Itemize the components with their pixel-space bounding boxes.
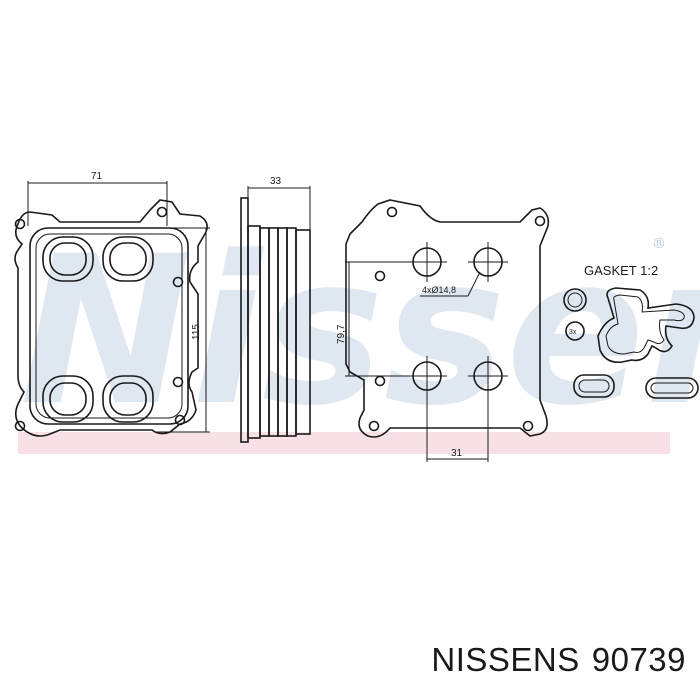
dim-side-thickness: 33 — [270, 176, 282, 187]
part-number: 90739 — [591, 641, 686, 678]
dim-port-vertical: 79,7 — [336, 324, 347, 344]
watermark-band — [18, 432, 670, 454]
gasket-badge: 3x — [569, 329, 577, 336]
gasket-set: GASKET 1:2 3x — [563, 263, 699, 399]
back-view: 79,7 31 4xØ14,8 — [336, 199, 550, 462]
dim-front-width: 71 — [91, 171, 103, 182]
brand-name: NISSENS — [431, 641, 580, 678]
registered-mark: ® — [652, 236, 666, 252]
side-view: 33 — [240, 176, 311, 443]
nissens-watermark: Nissens — [20, 213, 700, 451]
dim-port-holes: 4xØ14,8 — [422, 285, 456, 295]
dim-front-height: 115 — [191, 324, 202, 340]
gasket-label: GASKET 1:2 — [584, 263, 658, 278]
front-view: 71 115 — [14, 171, 210, 437]
brand-caption: NISSENS 90739 — [431, 641, 686, 679]
dim-port-spacing: 31 — [451, 448, 463, 459]
